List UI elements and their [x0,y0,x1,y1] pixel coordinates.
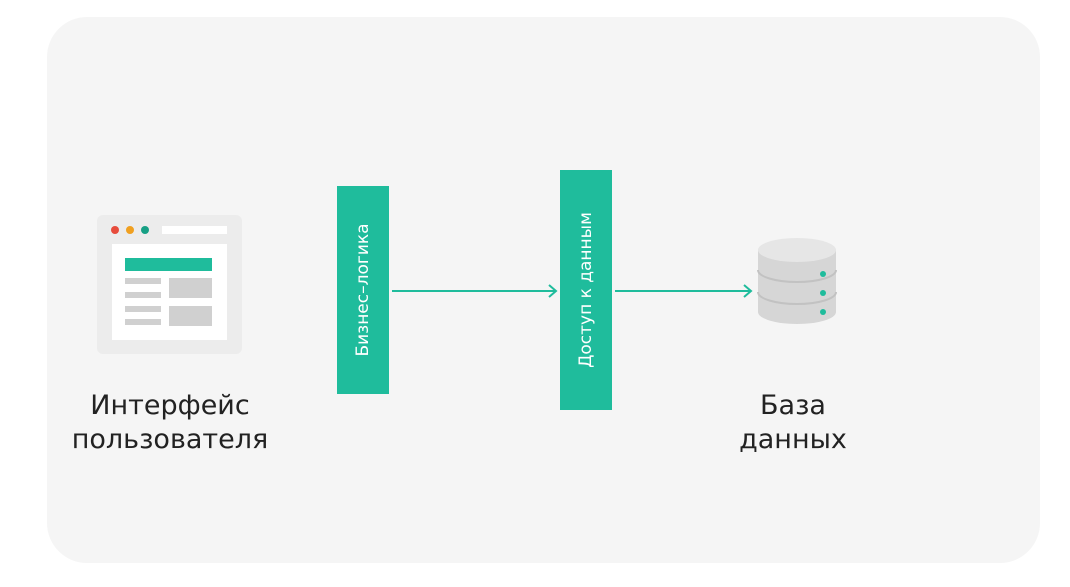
browser-window-icon [97,215,242,354]
ui-label-line2: пользователя [71,424,269,455]
database-label-line1: База [760,390,826,421]
arrow-business-to-data-access [392,284,558,298]
business-logic-layer: Бизнес–логика [337,186,389,394]
ui-label-line1: Интерфейс [90,390,250,421]
ui-label: Интерфейс пользователя [60,389,280,457]
database-icon [757,238,837,324]
arrow-data-access-to-database [615,284,753,298]
business-logic-label: Бизнес–логика [353,223,373,357]
data-access-layer: Доступ к данным [560,170,612,410]
database-label-line2: данных [739,424,847,455]
arrows [392,284,753,298]
database-label: База данных [693,389,893,457]
